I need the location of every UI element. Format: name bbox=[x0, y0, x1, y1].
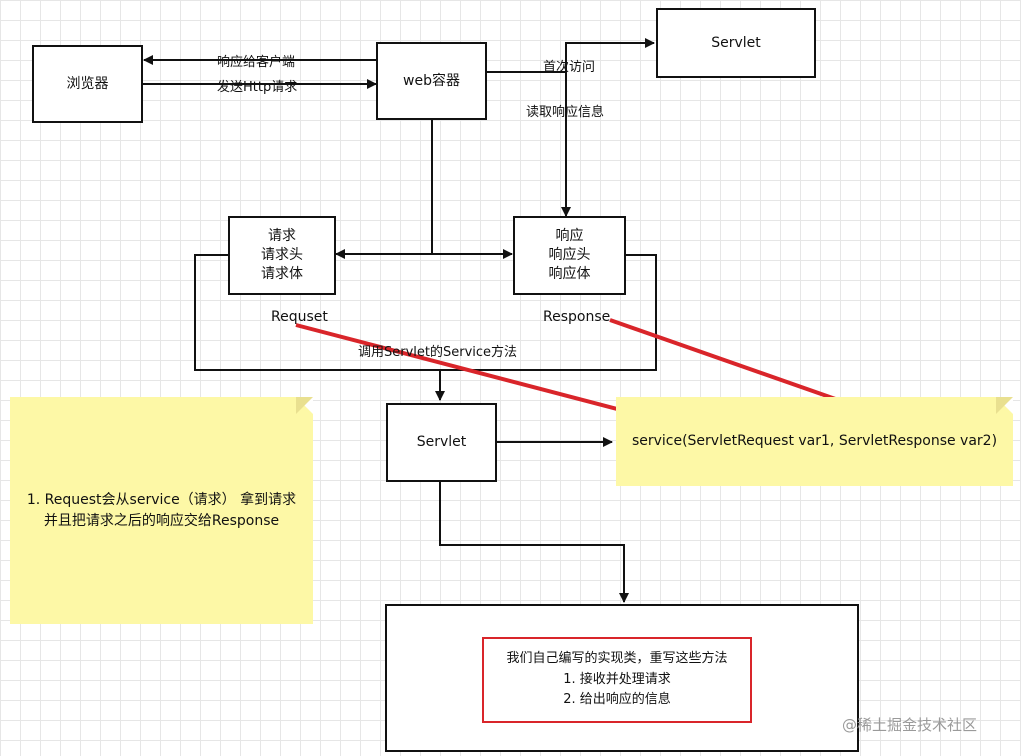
web-container-label: web容器 bbox=[403, 72, 460, 89]
response-line: 响应头 bbox=[548, 247, 591, 264]
label-requset: Requset bbox=[271, 309, 328, 325]
response-line: 响应体 bbox=[548, 265, 591, 282]
servlet-top-node: Servlet bbox=[656, 8, 816, 78]
implementation-highlight: 我们自己编写的实现类，重写这些方法 1. 接收并处理请求 2. 给出响应的信息 bbox=[482, 637, 752, 723]
label-send-http-request: 发送Http请求 bbox=[217, 80, 298, 95]
implementation-line: 2. 给出响应的信息 bbox=[563, 692, 671, 708]
request-line: 请求体 bbox=[261, 265, 303, 282]
left-note: 1. Request会从service（请求） 拿到请求 并且把请求之后的响应交… bbox=[10, 397, 313, 624]
left-note-line: 1. Request会从service（请求） 拿到请求 bbox=[26, 492, 297, 509]
label-first-visit: 首次访问 bbox=[543, 60, 596, 75]
edge-servlet-to-impl bbox=[439, 482, 629, 603]
implementation-line: 我们自己编写的实现类，重写这些方法 bbox=[506, 650, 728, 666]
web-container-node: web容器 bbox=[376, 42, 487, 120]
watermark: @稀土掘金技术社区 bbox=[842, 716, 978, 734]
request-node: 请求 请求头 请求体 bbox=[228, 216, 336, 295]
right-note-text: service(ServletRequest var1, ServletResp… bbox=[631, 433, 998, 450]
response-line: 响应 bbox=[555, 228, 584, 245]
browser-label: 浏览器 bbox=[66, 75, 109, 92]
request-line: 请求头 bbox=[261, 247, 303, 264]
browser-node: 浏览器 bbox=[32, 45, 143, 123]
label-call-service: 调用Servlet的Service方法 bbox=[358, 345, 518, 360]
servlet-top-label: Servlet bbox=[711, 34, 761, 51]
implementation-line: 1. 接收并处理请求 bbox=[563, 671, 671, 687]
service-frame bbox=[194, 254, 657, 371]
right-note-fold bbox=[996, 397, 1013, 414]
request-line: 请求 bbox=[268, 228, 296, 245]
label-read-response-info: 读取响应信息 bbox=[526, 105, 605, 120]
edge-container-to-servlet-top bbox=[487, 38, 655, 73]
label-respond-to-client: 响应给客户端 bbox=[217, 55, 296, 70]
left-note-line: 并且把请求之后的响应交给Response bbox=[43, 512, 280, 529]
servlet-mid-label: Servlet bbox=[416, 434, 467, 451]
servlet-mid-node: Servlet bbox=[386, 403, 497, 482]
right-note: service(ServletRequest var1, ServletResp… bbox=[616, 397, 1013, 486]
left-note-fold bbox=[296, 397, 313, 414]
response-node: 响应 响应头 响应体 bbox=[513, 216, 626, 295]
label-response: Response bbox=[543, 309, 611, 325]
